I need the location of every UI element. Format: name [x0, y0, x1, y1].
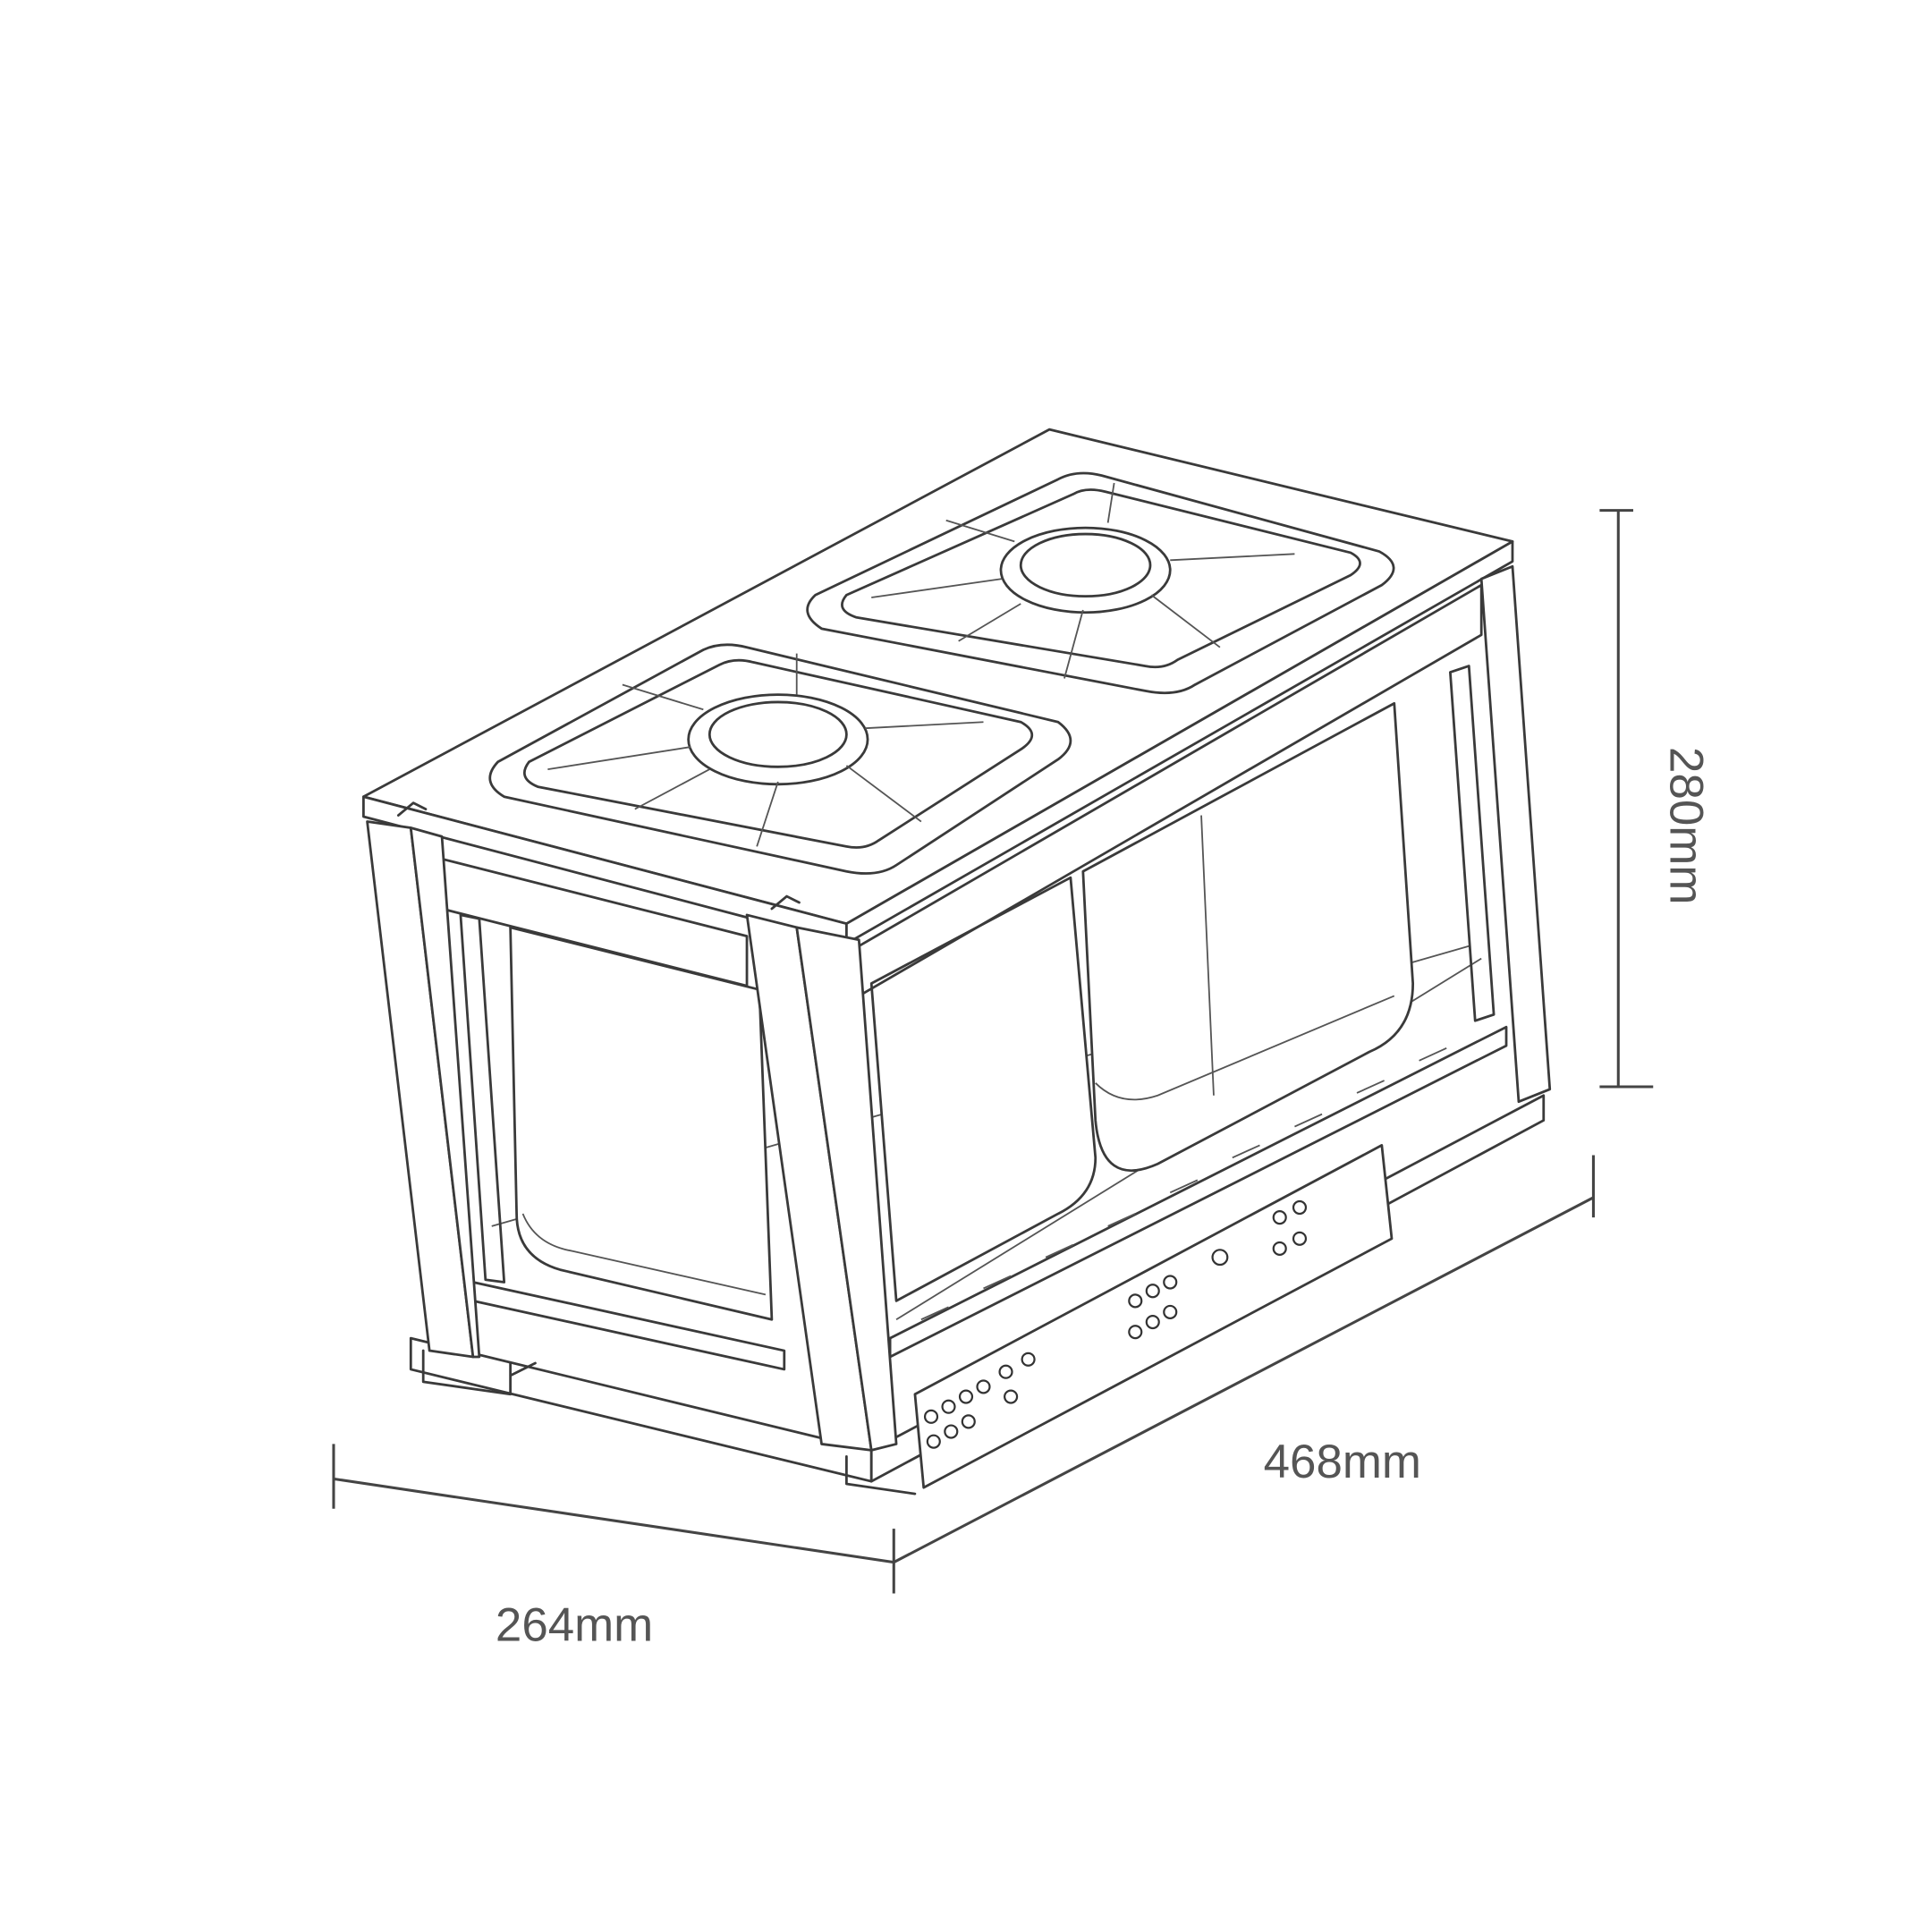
length-label: 468mm [1264, 1436, 1421, 1488]
right-bin [1081, 701, 1415, 1173]
length-dimension: 468mm [893, 1155, 1595, 1564]
frame-posts [366, 564, 1552, 1496]
height-label: 280mm [1660, 747, 1713, 904]
depth-label: 264mm [496, 1598, 653, 1651]
depth-dimension: 264mm [332, 1444, 895, 1651]
left-lid [488, 643, 1072, 875]
height-dimension: 280mm [1599, 509, 1713, 1089]
right-lid [806, 471, 1395, 695]
drawer-slide [913, 1144, 1394, 1489]
slide-holes [923, 1199, 1308, 1449]
left-bin [509, 876, 1097, 1321]
